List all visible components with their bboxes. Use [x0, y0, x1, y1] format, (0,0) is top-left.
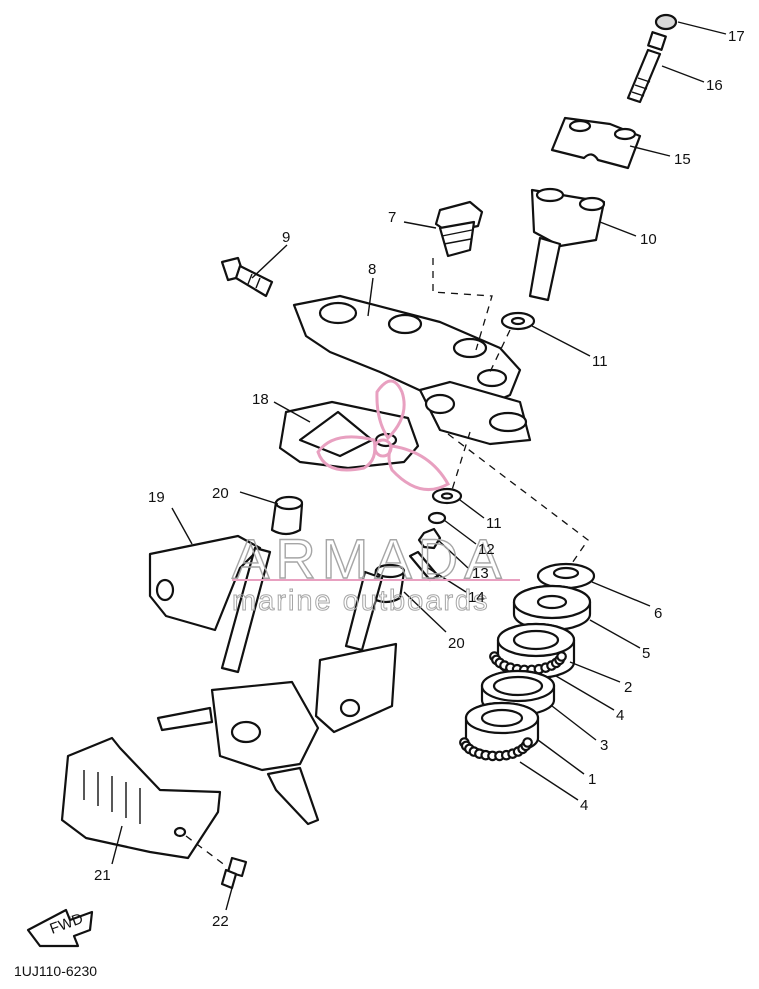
part-9-bolt — [220, 256, 274, 298]
callout-20-left: 20 — [212, 485, 229, 502]
callout-20-right: 20 — [448, 635, 465, 652]
part-16-bolt — [626, 31, 667, 104]
part-19-frame — [148, 534, 398, 826]
part-4-balls-lower — [459, 737, 533, 762]
callout-21: 21 — [94, 867, 111, 884]
callout-2: 2 — [624, 679, 632, 696]
part-20-damper-left — [270, 495, 304, 536]
part-20-damper-right — [370, 563, 406, 604]
part-8-upper-bracket — [292, 294, 532, 446]
callout-labels: 17 16 15 10 7 9 8 11 18 11 19 20 12 13 1… — [94, 28, 745, 930]
part-4-balls-upper — [489, 651, 567, 676]
diagram-code: 1UJ110-6230 — [14, 963, 97, 979]
bearing-ball — [556, 651, 567, 662]
part-1-race — [464, 701, 540, 755]
callout-16: 16 — [706, 77, 723, 94]
part-22-screw — [220, 856, 248, 890]
part-13-nut — [417, 527, 442, 550]
part-18-lower-bracket — [278, 400, 420, 470]
propeller-logo-icon — [316, 379, 451, 492]
callout-6: 6 — [654, 605, 662, 622]
part-10-holder — [528, 187, 606, 302]
callout-4-upper: 4 — [616, 707, 624, 724]
callout-4-lower: 4 — [580, 797, 588, 814]
part-7-bolt — [434, 200, 484, 258]
part-12-washer — [427, 511, 447, 525]
callout-8: 8 — [368, 261, 376, 278]
callout-13: 13 — [472, 565, 489, 582]
watermark-subtitle: marine outboards — [232, 585, 490, 617]
watermark: ARMADA marine outboards — [231, 379, 520, 618]
callout-18: 18 — [252, 391, 269, 408]
part-6-ring-nut — [536, 562, 596, 590]
callout-17: 17 — [728, 28, 745, 45]
part-17-cap — [654, 13, 678, 31]
part-21-cover — [60, 736, 222, 860]
part-15-holder-cap — [550, 116, 642, 170]
callout-1: 1 — [588, 771, 596, 788]
callout-5: 5 — [642, 645, 650, 662]
bearing-ball — [522, 737, 533, 748]
part-5-washer — [512, 584, 592, 632]
callout-19: 19 — [148, 489, 165, 506]
part-11-washer-upper — [500, 311, 536, 331]
callout-11-lower: 11 — [486, 515, 502, 532]
callout-9: 9 — [282, 229, 290, 246]
part-11-washer-lower — [431, 487, 463, 505]
callout-10: 10 — [640, 231, 657, 248]
callout-14: 14 — [468, 589, 485, 606]
callout-22: 22 — [212, 913, 229, 930]
callout-3: 3 — [600, 737, 608, 754]
part-14-bolt — [408, 550, 440, 582]
fwd-arrow-icon: FWD — [26, 908, 94, 948]
callout-12: 12 — [478, 541, 495, 558]
assembly-lines — [432, 258, 589, 567]
callout-15: 15 — [674, 151, 691, 168]
callout-11-upper: 11 — [592, 353, 608, 370]
callout-7: 7 — [388, 209, 396, 226]
